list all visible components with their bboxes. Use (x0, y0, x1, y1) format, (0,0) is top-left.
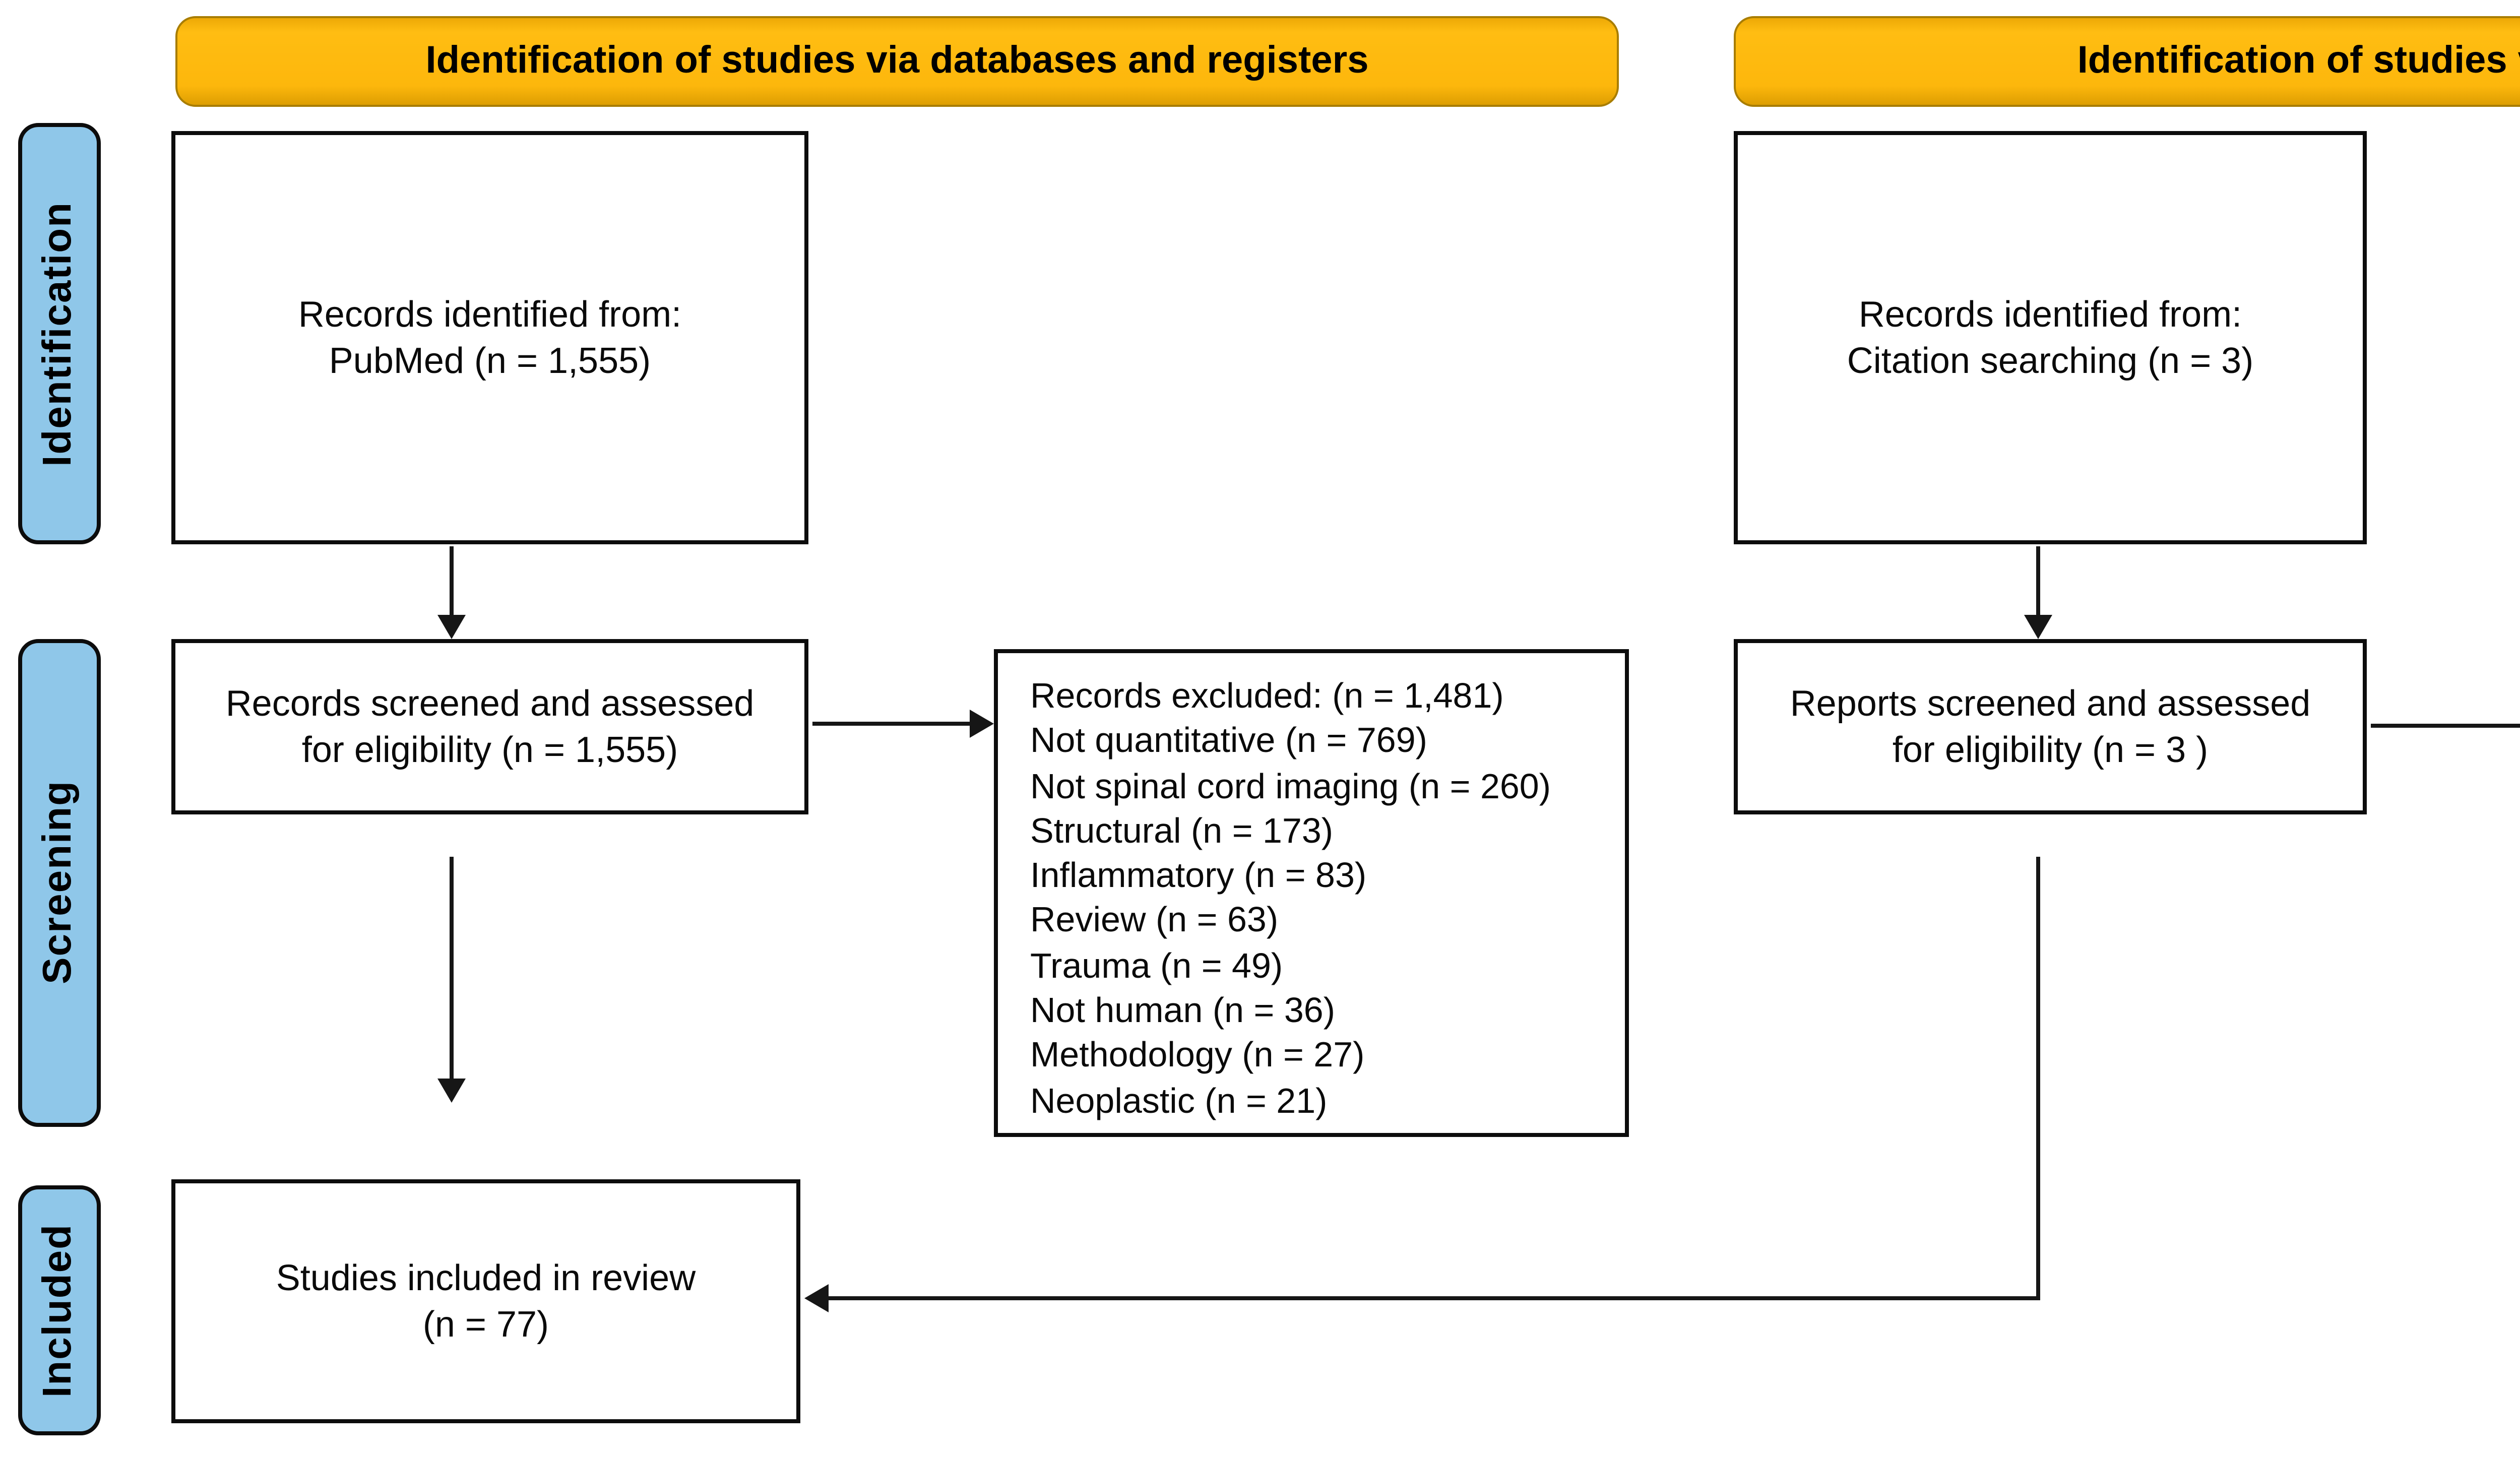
arrow-screened-to-excluded-line (812, 722, 974, 726)
arrow-citation-to-reports-screened-head (2024, 615, 2052, 639)
box-studies-included-line1: Studies included in review (276, 1257, 696, 1297)
arrow-citation-to-reports-screened-line (2036, 546, 2040, 619)
stage-label-included: Included (18, 1185, 101, 1435)
connector-reports-to-included-horizontal (829, 1296, 2040, 1300)
box-records-identified-line1: Records identified from: (298, 293, 682, 334)
arrow-reports-screened-to-excluded-line (2371, 724, 2520, 728)
stage-label-identification: Identification (18, 123, 101, 544)
box-records-excluded-line: Inflammatory (n = 83) (1030, 855, 1367, 896)
box-records-screened: Records screened and assessed for eligib… (171, 639, 808, 814)
box-records-excluded-line: Trauma (n = 49) (1030, 945, 1283, 986)
box-records-identified: Records identified from: PubMed (n = 1,5… (171, 131, 808, 544)
stage-label-identification-text: Identification (36, 201, 81, 466)
box-records-excluded-line: Methodology (n = 27) (1030, 1035, 1365, 1075)
box-records-excluded-line: Not spinal cord imaging (n = 260) (1030, 765, 1551, 806)
box-records-excluded-line: Not quantitative (n = 769) (1030, 720, 1427, 761)
box-citation-identified-line2: Citation searching (n = 3) (1847, 340, 2254, 380)
arrow-identified-to-screened-line (450, 546, 454, 619)
arrow-screened-to-included-line (450, 857, 454, 1083)
box-records-excluded-line: Neoplastic (n = 21) (1030, 1080, 1328, 1120)
box-studies-included: Studies included in review (n = 77) (171, 1179, 800, 1423)
box-records-excluded-line: Structural (n = 173) (1030, 810, 1334, 851)
box-records-excluded-line: Records excluded: (n = 1,481) (1030, 675, 1504, 716)
arrow-identified-to-screened-head (437, 615, 466, 639)
box-records-excluded-line: Not human (n = 36) (1030, 990, 1336, 1031)
stage-label-screening: Screening (18, 639, 101, 1127)
box-records-screened-line1: Records screened and assessed (225, 682, 754, 723)
box-reports-screened-line1: Reports screened and assessed (1790, 682, 2311, 723)
box-reports-screened-line2: for eligibility (n = 3 ) (1892, 729, 2209, 769)
stage-label-screening-text: Screening (36, 781, 81, 985)
box-records-excluded: Records excluded: (n = 1,481) Not quanti… (994, 649, 1629, 1137)
box-studies-included-line2: (n = 77) (422, 1303, 549, 1344)
box-citation-identified: Records identified from: Citation search… (1734, 131, 2367, 544)
box-reports-screened: Reports screened and assessed for eligib… (1734, 639, 2367, 814)
arrow-screened-to-included-head (437, 1079, 466, 1103)
stage-label-included-text: Included (36, 1223, 81, 1398)
banner-databases-and-registers: Identification of studies via databases … (175, 16, 1619, 107)
box-records-screened-line2: for eligibility (n = 1,555) (301, 729, 678, 769)
box-records-excluded-line: Review (n = 63) (1030, 900, 1279, 940)
connector-reports-to-included-vertical (2036, 857, 2040, 1300)
box-citation-identified-line1: Records identified from: (1858, 293, 2242, 334)
arrow-screened-to-excluded-head (970, 710, 994, 738)
connector-reports-to-included-head (804, 1284, 829, 1312)
banner-other-methods: Identification of studies via other meth… (1734, 16, 2520, 107)
box-records-identified-line2: PubMed (n = 1,555) (329, 340, 651, 380)
